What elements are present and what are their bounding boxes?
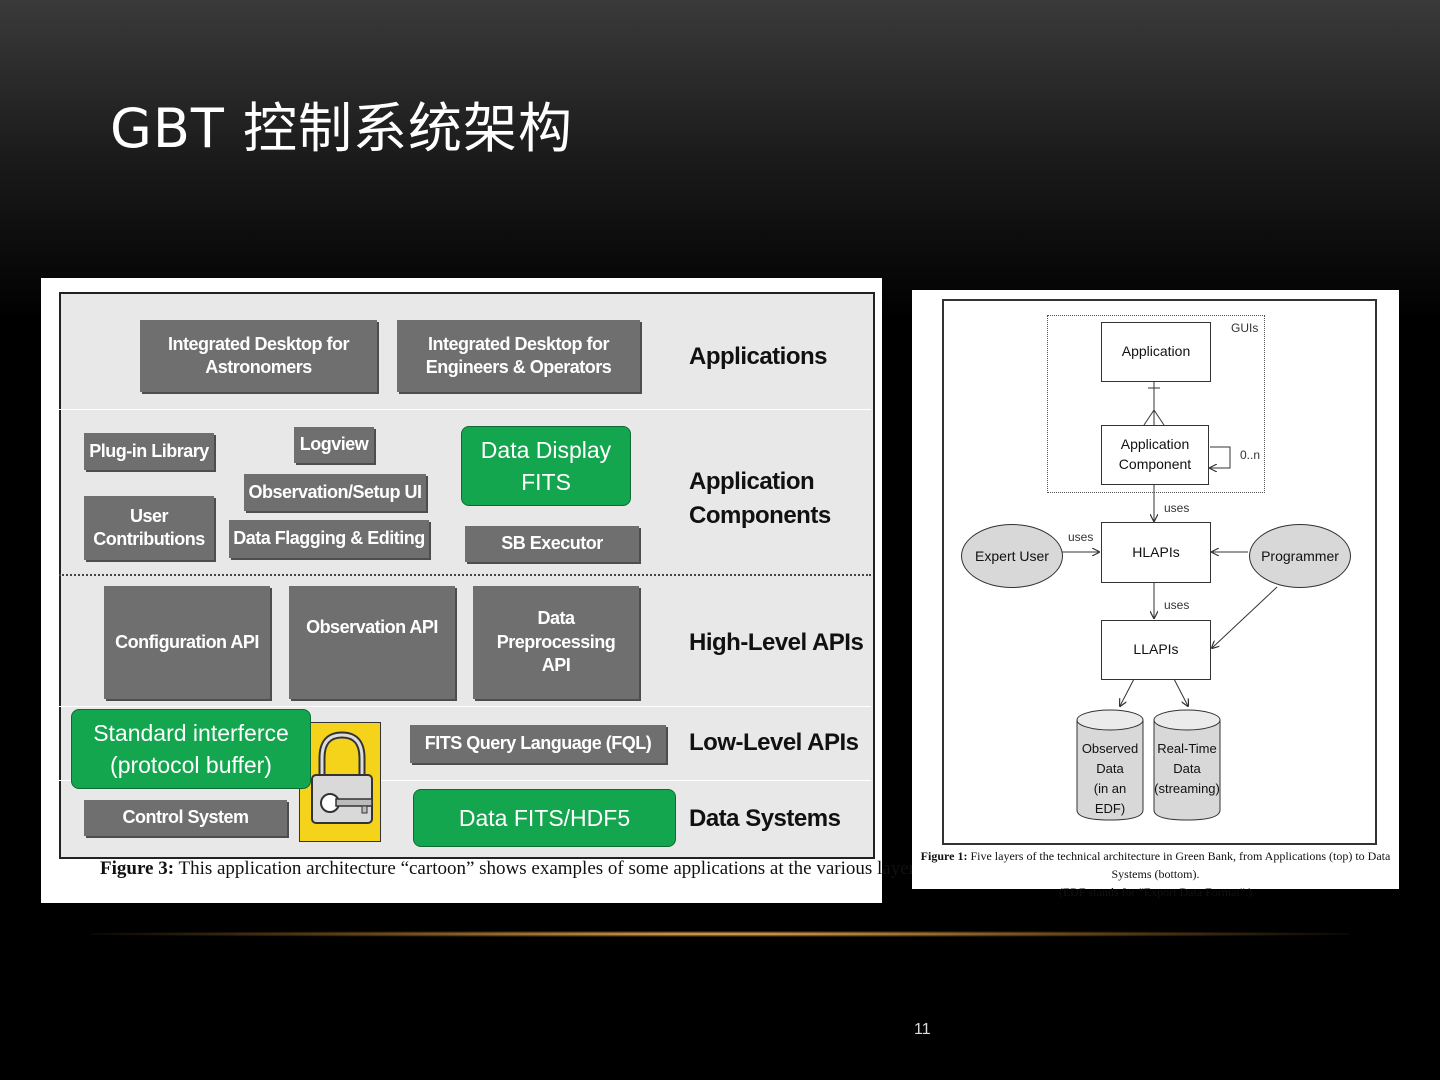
- page-number: 11: [914, 1021, 931, 1038]
- box-control-system: Control System: [84, 800, 287, 836]
- actor-programmer: Programmer: [1249, 524, 1351, 588]
- layer-separator: [59, 780, 871, 781]
- label-uses: uses: [1068, 530, 1094, 544]
- box-application: Application: [1101, 322, 1211, 382]
- box-data-flagging: Data Flagging & Editing: [229, 520, 429, 558]
- label-multiplicity: 0..n: [1240, 448, 1261, 462]
- figure-3-architecture-cartoon: Integrated Desktop for Astronomers Integ…: [41, 278, 927, 903]
- figure-1-five-layers: GUIs Application Application Component 0…: [912, 290, 1399, 899]
- overlay-data-display-fits: Data Display FITS: [461, 426, 631, 506]
- box-observation-api: Observation API: [289, 586, 455, 699]
- accent-glow-line: [90, 931, 1350, 937]
- layer-separator: [59, 706, 871, 707]
- layer-label-low-level-apis: Low-Level APIs: [689, 729, 859, 756]
- cylinder-observed-data: [1076, 709, 1144, 821]
- label-guis: GUIs: [1231, 321, 1259, 335]
- layer-label-data-systems: Data Systems: [689, 805, 841, 832]
- box-desktop-astronomers: Integrated Desktop for Astronomers: [140, 320, 377, 392]
- box-fits-query-language: FITS Query Language (FQL): [410, 725, 666, 763]
- overlay-data-fits-hdf5: Data FITS/HDF5: [413, 789, 676, 847]
- label-uses: uses: [1164, 501, 1190, 515]
- figure-1-connectors: [1062, 381, 1278, 821]
- box-plugin-library: Plug-in Library: [84, 433, 214, 470]
- box-data-preprocessing-api: Data Preprocessing API: [473, 586, 639, 699]
- slide-title: GBT 控制系统架构: [110, 97, 574, 160]
- figure-1-caption: Figure 1: Five layers of the technical a…: [920, 849, 1391, 899]
- figure-1-frame: [942, 299, 1377, 845]
- box-application-component: Application Component: [1101, 425, 1209, 485]
- layer-label-high-level-apis: High-Level APIs: [689, 629, 864, 656]
- layer-separator: [59, 409, 871, 410]
- box-logview: Logview: [294, 427, 374, 463]
- layer-label-application-components: Application Components: [689, 468, 831, 529]
- figure-3-caption: Figure 3: This application architecture …: [100, 858, 928, 879]
- box-observation-setup-ui: Observation/Setup UI: [244, 474, 426, 511]
- box-sb-executor: SB Executor: [465, 526, 639, 562]
- cylinder-real-time-data: [1153, 709, 1221, 821]
- box-llapis: LLAPIs: [1101, 620, 1211, 680]
- box-desktop-engineers: Integrated Desktop for Engineers & Opera…: [397, 320, 640, 392]
- actor-expert-user: Expert User: [961, 524, 1063, 588]
- layer-separator-dotted: [59, 574, 871, 576]
- box-hlapis: HLAPIs: [1101, 522, 1211, 583]
- lock-and-key-icon: [299, 722, 381, 842]
- label-uses: uses: [1164, 598, 1190, 612]
- overlay-standard-interface: Standard interferce (protocol buffer): [71, 709, 311, 789]
- layer-label-applications: Applications: [689, 343, 828, 370]
- box-user-contributions: User Contributions: [84, 496, 214, 560]
- guis-group-boundary: [1047, 315, 1265, 493]
- box-configuration-api: Configuration API: [104, 586, 270, 699]
